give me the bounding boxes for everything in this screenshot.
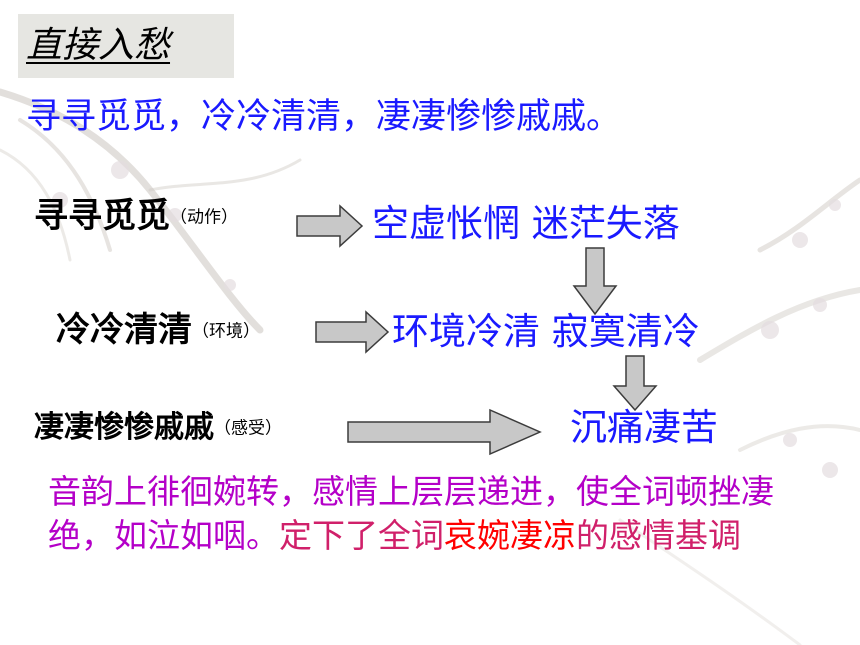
summary-conclusion-text: 定下了全词: [279, 516, 444, 555]
down-arrow-icon: [572, 247, 618, 316]
summary-ending-text: 的感情基调: [576, 516, 741, 555]
row-note: （环境）: [192, 321, 260, 342]
row-label-text: 寻寻觅觅: [34, 196, 170, 236]
right-arrow-icon: [315, 310, 390, 354]
summary-keyword: 哀婉凄凉: [444, 516, 576, 555]
row-note: （动作）: [170, 207, 238, 228]
slide-title: 直接入愁: [26, 25, 171, 66]
row-result-environment: 环境冷清 寂寞清冷: [392, 310, 700, 353]
row-label-feeling: 凄凄惨惨戚戚（感受）: [34, 406, 282, 451]
row-label-text: 凄凄惨惨戚戚: [34, 410, 214, 445]
summary-paragraph: 音韵上徘徊婉转，感情上层层递进，使全词顿挫凄绝，如泣如咽。定下了全词哀婉凄凉的感…: [48, 470, 808, 558]
row-label-action: 寻寻觅觅（动作）: [34, 192, 238, 242]
row-note: （感受）: [214, 418, 282, 439]
row-label-environment: 冷冷清清（环境）: [56, 306, 260, 356]
summary-text: 音韵上徘徊婉转，感情上层层递进，使全词顿挫凄绝，如泣如咽。: [48, 472, 774, 555]
right-arrow-icon: [347, 408, 542, 456]
poem-line: 寻寻觅觅，冷冷清清，凄凄惨惨戚戚。: [26, 97, 622, 137]
row-result-feeling: 沉痛凄苦: [570, 406, 718, 449]
row-label-text: 冷冷清清: [56, 310, 192, 350]
row-result-action: 空虚怅惘 迷茫失落: [372, 202, 680, 245]
down-arrow-icon: [612, 355, 658, 412]
title-background: [18, 14, 234, 78]
right-arrow-icon: [296, 204, 364, 248]
